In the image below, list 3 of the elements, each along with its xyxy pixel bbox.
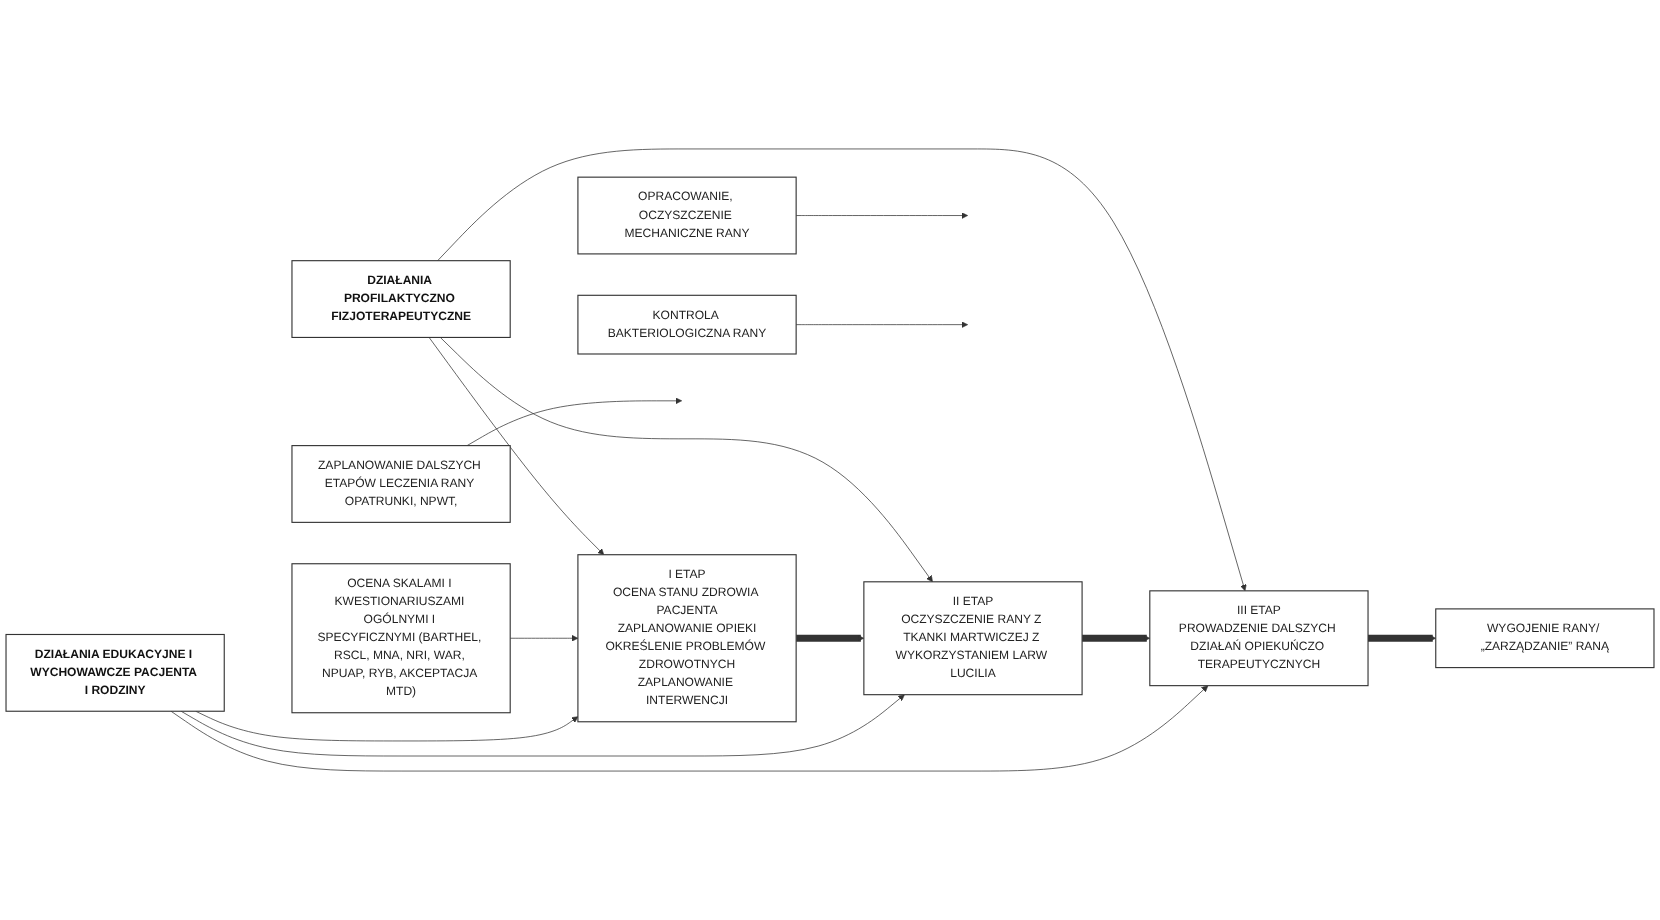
arrow: [1368, 634, 1437, 642]
arrow: [1082, 634, 1151, 642]
arrow: [796, 634, 865, 642]
